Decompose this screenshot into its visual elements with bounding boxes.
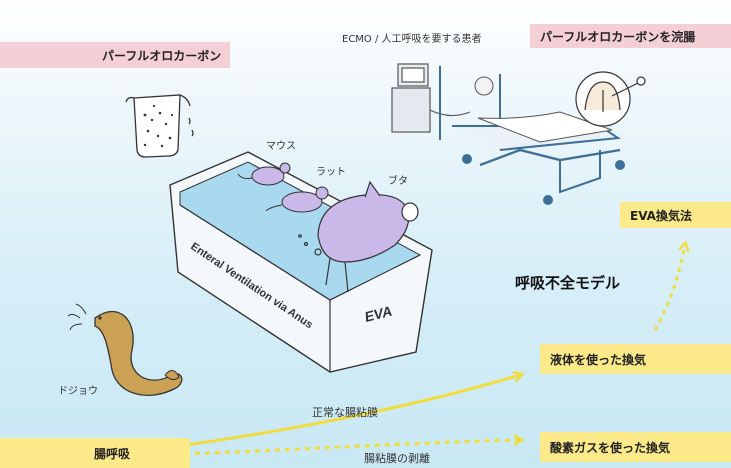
mucosa-peeled-label: 腸粘膜の剥離 [364,452,430,465]
arrow-to-eva [653,240,690,331]
tag-intestinal-breathing: 腸呼吸 [0,438,190,468]
enema-inset [575,71,646,127]
pig-label: ブタ [388,176,408,187]
loach-label: ドジョウ [58,386,98,397]
tag-perfluorocarbon: パーフルオロカーボン [0,42,230,68]
rat-figure [265,186,329,213]
arrow-to-liquid [149,370,525,452]
rat-label: ラット [316,167,346,178]
hospital-bed-icon [439,66,625,205]
ecmo-machine-icon [391,63,471,133]
tag-intestinal-breathing-text: 腸呼吸 [94,446,131,461]
tag-liquid-ventilation-text: 液体を使った換気 [550,352,647,367]
tag-liquid-ventilation: 液体を使った換気 [540,344,731,374]
tag-eva-method-text: EVA換気法 [630,208,692,223]
loach-icon [67,303,183,396]
tank-logo: EVA [363,303,394,325]
tag-perfluorocarbon-text: パーフルオロカーボン [102,48,222,63]
eva-tank [169,151,433,373]
tag-perfluorocarbon-enema-text: パーフルオロカーボンを浣腸 [540,29,696,44]
tag-oxygen-gas-ventilation: 酸素ガスを使った換気 [540,432,731,462]
tag-perfluorocarbon-enema: パーフルオロカーボンを浣腸 [530,24,731,48]
pig-figure [298,180,419,293]
model-label: 呼吸不全モデル [515,274,621,292]
arrow-to-gas [154,434,525,457]
tag-oxygen-gas-ventilation-text: 酸素ガスを使った換気 [550,440,671,455]
tag-eva-method: EVA換気法 [620,202,731,228]
mouse-figure [237,162,291,186]
ecmo-label: ECMO / 人工呼吸を要する患者 [342,34,482,45]
mouse-label: マウス [266,141,296,152]
beaker-icon [125,94,194,158]
normal-mucosa-label: 正常な腸粘膜 [312,406,378,419]
